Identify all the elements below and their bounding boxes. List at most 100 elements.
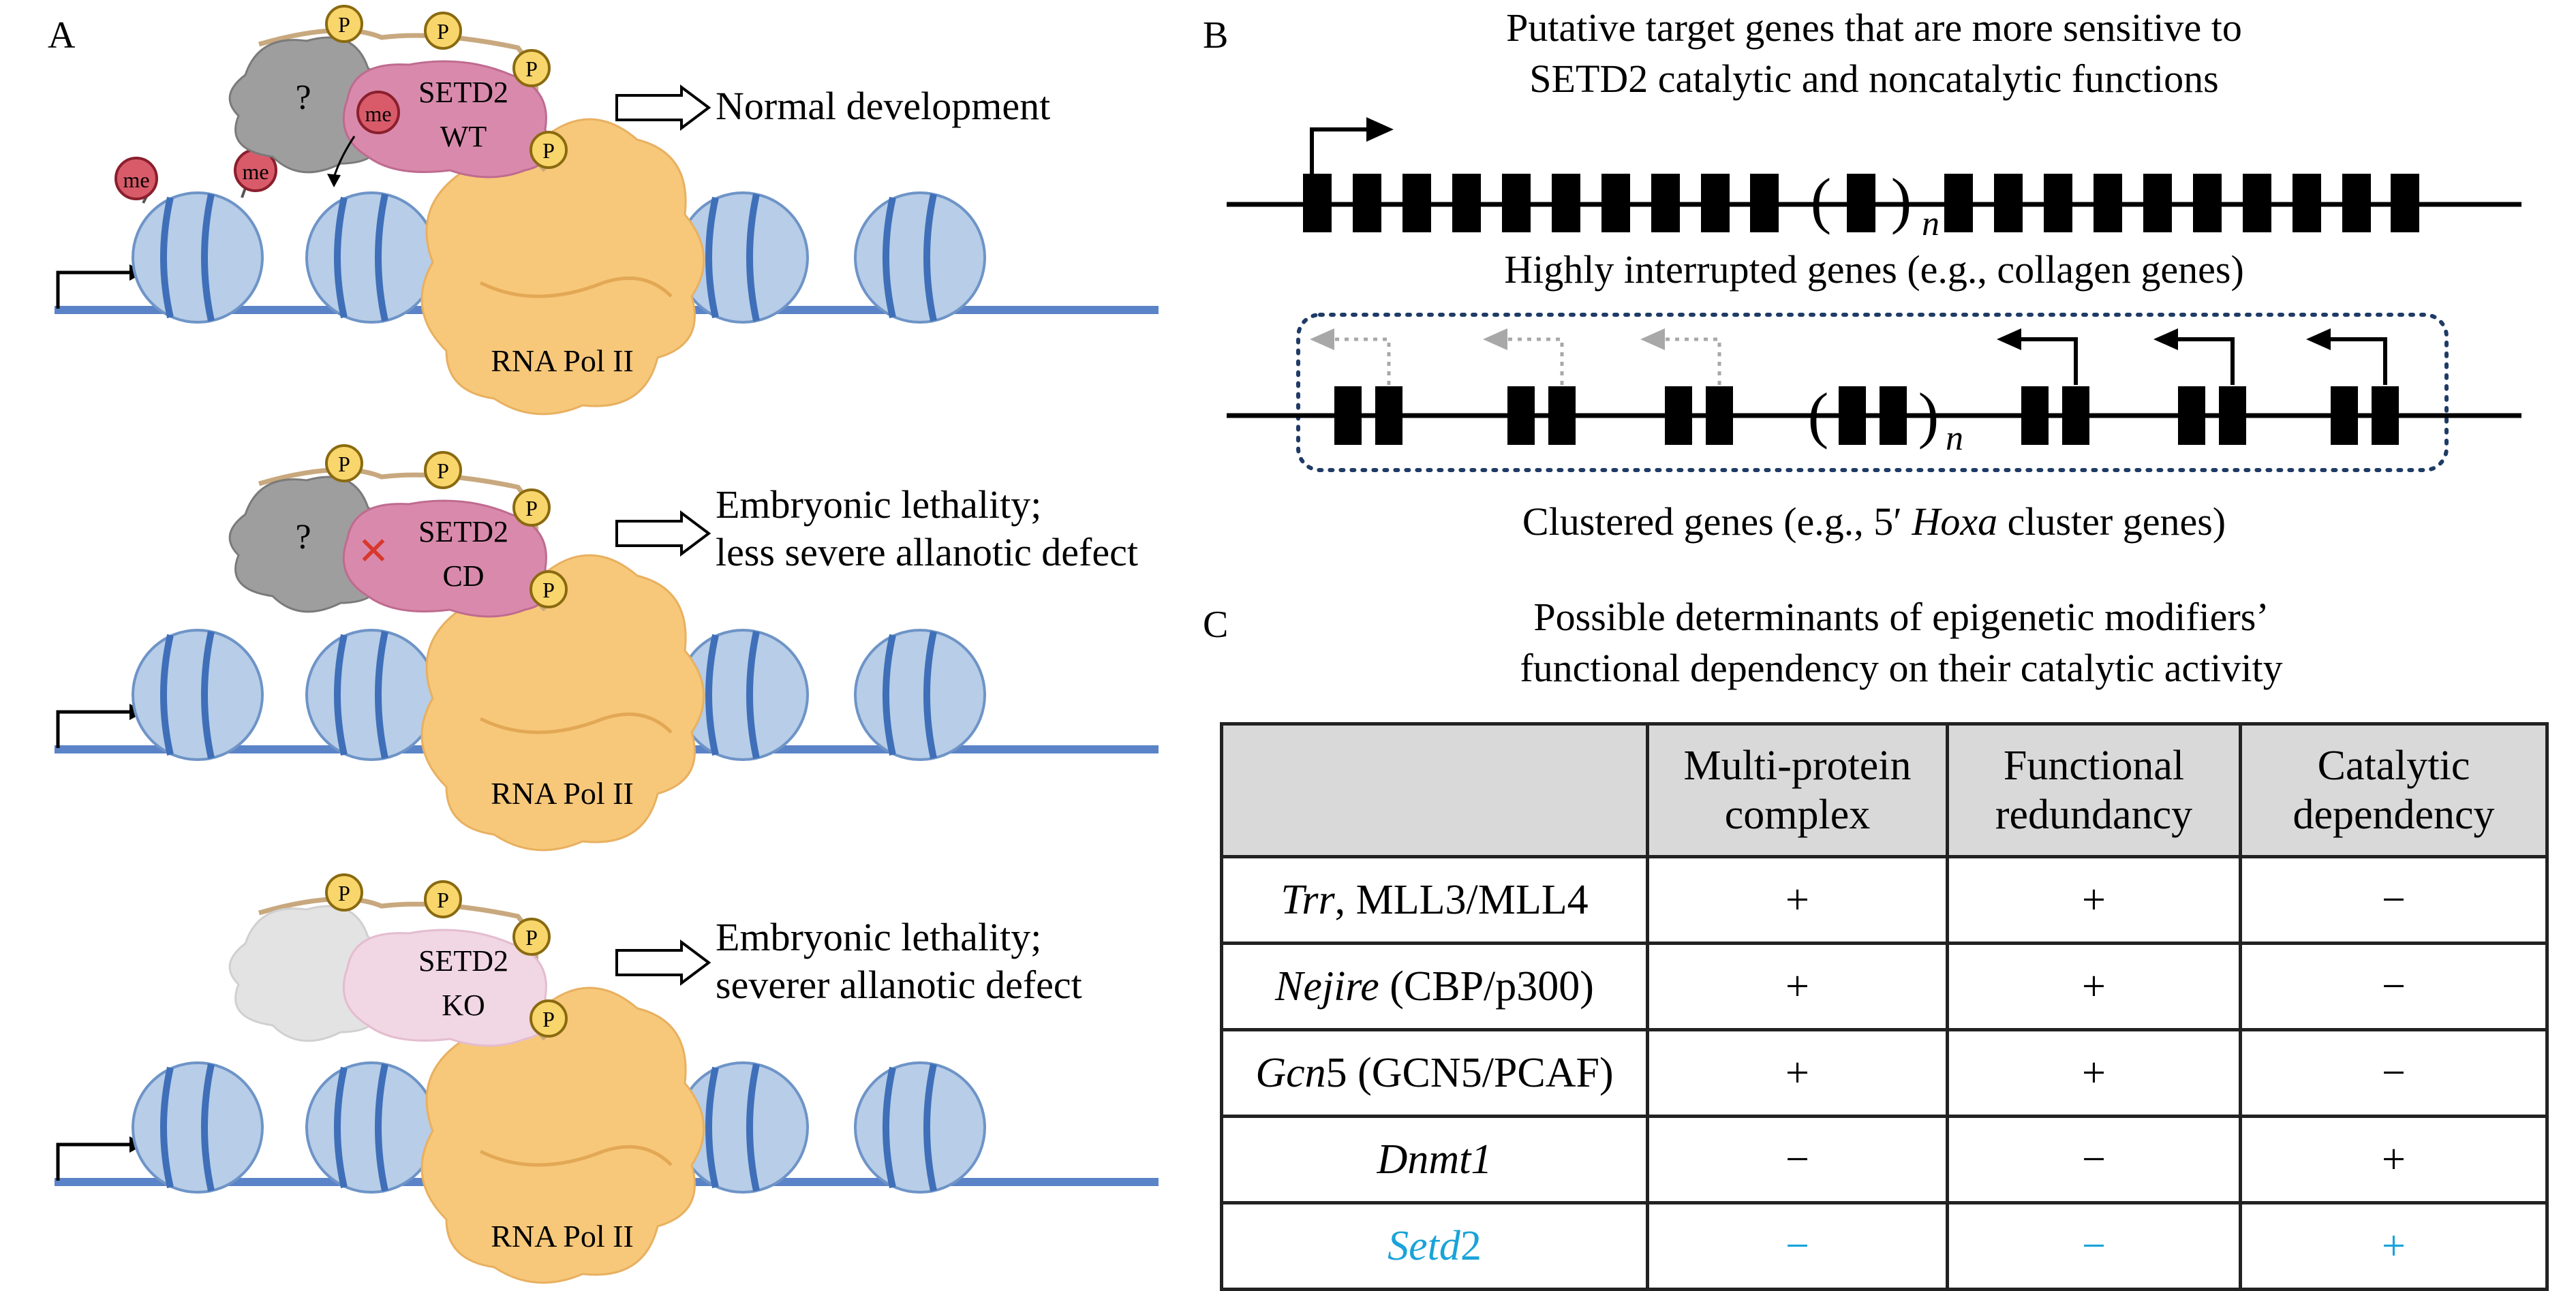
gene-cell: Trr, MLL3/MLL4 bbox=[1220, 855, 1649, 945]
inactive-tss-arrow bbox=[1334, 337, 1391, 385]
repeat-count: n bbox=[1946, 419, 1963, 458]
phospho-label: P bbox=[338, 452, 350, 476]
exon bbox=[1548, 386, 1576, 445]
gene-cell: Gcn5 (GCN5/PCAF) bbox=[1220, 1028, 1649, 1118]
nucleosome bbox=[133, 193, 262, 322]
exon bbox=[1994, 174, 2023, 232]
exon bbox=[2178, 386, 2205, 445]
phospho-label: P bbox=[525, 496, 538, 520]
phospho-label: P bbox=[542, 1007, 555, 1031]
value-cell: + bbox=[1946, 942, 2242, 1031]
outcome-arrow bbox=[615, 939, 711, 986]
active-tss-arrow bbox=[2331, 337, 2387, 385]
value-cell: − bbox=[2239, 1028, 2549, 1118]
table-row: Gcn5 (GCN5/PCAF) + + − bbox=[1220, 1028, 2549, 1118]
arrowhead bbox=[1310, 328, 1334, 350]
phospho-label: P bbox=[338, 881, 350, 905]
exon bbox=[1334, 386, 1362, 445]
exon bbox=[2044, 174, 2072, 232]
exon bbox=[1353, 174, 1381, 232]
outcome-text: severer allanotic defect bbox=[716, 963, 1082, 1007]
outcome-arrow bbox=[615, 84, 711, 131]
setd2-variant-label: WT bbox=[440, 120, 487, 153]
panel-c-label: C bbox=[1203, 604, 1228, 646]
table-row: Nejire (CBP/p300) + + − bbox=[1220, 942, 2549, 1031]
phospho-label: P bbox=[338, 12, 350, 37]
value-cell: + bbox=[2239, 1201, 2549, 1291]
repeat-close-paren: ) bbox=[1918, 380, 1939, 450]
value-cell: + bbox=[1646, 1028, 1949, 1118]
cluster-dotted-box bbox=[1296, 313, 2449, 472]
tss-arrow bbox=[1310, 127, 1370, 187]
gene-cell: Setd2 bbox=[1220, 1201, 1649, 1291]
exon bbox=[2219, 386, 2246, 445]
value-cell: − bbox=[1946, 1201, 2242, 1291]
nucleosome bbox=[133, 630, 262, 760]
panel-a-row-2: RNA Pol II ? SETD2 CD ✕ P P P P Embryoni… bbox=[55, 444, 1159, 850]
exon bbox=[1601, 174, 1630, 232]
table-row: Trr, MLL3/MLL4 + + − bbox=[1220, 855, 2549, 945]
panel-b-title-line1: Putative target genes that are more sens… bbox=[1506, 5, 2242, 50]
panel-b-label: B bbox=[1203, 14, 1228, 57]
exon bbox=[1502, 174, 1531, 232]
value-cell: + bbox=[1946, 1028, 2242, 1118]
nucleosome bbox=[307, 193, 436, 322]
repeat-open-paren: ( bbox=[1808, 380, 1829, 450]
exon bbox=[1375, 386, 1402, 445]
panel-c-title-line2: functional dependency on their catalytic… bbox=[1520, 646, 2282, 690]
table-row: Dnmt1 − − + bbox=[1220, 1115, 2549, 1204]
value-cell: + bbox=[2239, 1115, 2549, 1204]
value-cell: − bbox=[1646, 1201, 1949, 1291]
value-cell: − bbox=[1946, 1115, 2242, 1204]
exon bbox=[2293, 174, 2321, 232]
interrupted-gene-diagram: ( ) n Highly interrupted genes (e.g., co… bbox=[1227, 117, 2521, 292]
panel-b-title-line2: SETD2 catalytic and noncatalytic functio… bbox=[1529, 57, 2218, 101]
panel-c-title-line1: Possible determinants of epigenetic modi… bbox=[1533, 595, 2269, 639]
exon bbox=[2331, 386, 2358, 445]
phospho-label: P bbox=[437, 458, 449, 483]
phospho-label: P bbox=[525, 57, 538, 81]
arrowhead bbox=[2306, 328, 2331, 350]
exon bbox=[1665, 386, 1692, 445]
outcome-text: Embryonic lethality; bbox=[716, 482, 1041, 527]
phospho-label: P bbox=[542, 578, 555, 602]
value-cell: + bbox=[1646, 855, 1949, 945]
value-cell: − bbox=[1646, 1115, 1949, 1204]
arrowhead bbox=[1997, 328, 2021, 350]
exon bbox=[1944, 174, 1973, 232]
nucleosome bbox=[133, 1063, 262, 1192]
unknown-partner-label: ? bbox=[295, 78, 311, 117]
arrowhead bbox=[1483, 328, 1507, 350]
outcome-text: Normal development bbox=[716, 84, 1050, 128]
arrowhead bbox=[1640, 328, 1665, 350]
exon bbox=[2094, 174, 2122, 232]
exon bbox=[1552, 174, 1580, 232]
active-tss-arrow bbox=[2021, 337, 2078, 385]
exon bbox=[1839, 386, 1866, 445]
nucleosome bbox=[307, 630, 436, 760]
gene-cell: Dnmt1 bbox=[1220, 1115, 1649, 1204]
exon-blocks bbox=[1303, 174, 2419, 232]
exon bbox=[1706, 386, 1733, 445]
methyl-label: me bbox=[123, 168, 149, 192]
unknown-partner-label: ? bbox=[295, 518, 311, 557]
exon bbox=[2143, 174, 2172, 232]
clustered-gene-caption: Clustered genes (e.g., 5′ Hoxa cluster g… bbox=[1522, 499, 2226, 544]
phospho-label: P bbox=[542, 138, 555, 163]
exon bbox=[2243, 174, 2271, 232]
exon bbox=[1880, 386, 1907, 445]
tss-arrow bbox=[56, 1142, 129, 1181]
setd2-label: SETD2 bbox=[418, 944, 508, 978]
setd2-variant-label: CD bbox=[442, 559, 484, 593]
value-cell: − bbox=[2239, 855, 2549, 945]
rna-pol-ii-label: RNA Pol II bbox=[491, 343, 634, 378]
exon bbox=[2021, 386, 2049, 445]
value-cell: + bbox=[1946, 855, 2242, 945]
exon bbox=[1452, 174, 1481, 232]
panel-a-row-1: me me RNA Pol II ? SETD2 WT me P P P P N… bbox=[55, 5, 1159, 414]
